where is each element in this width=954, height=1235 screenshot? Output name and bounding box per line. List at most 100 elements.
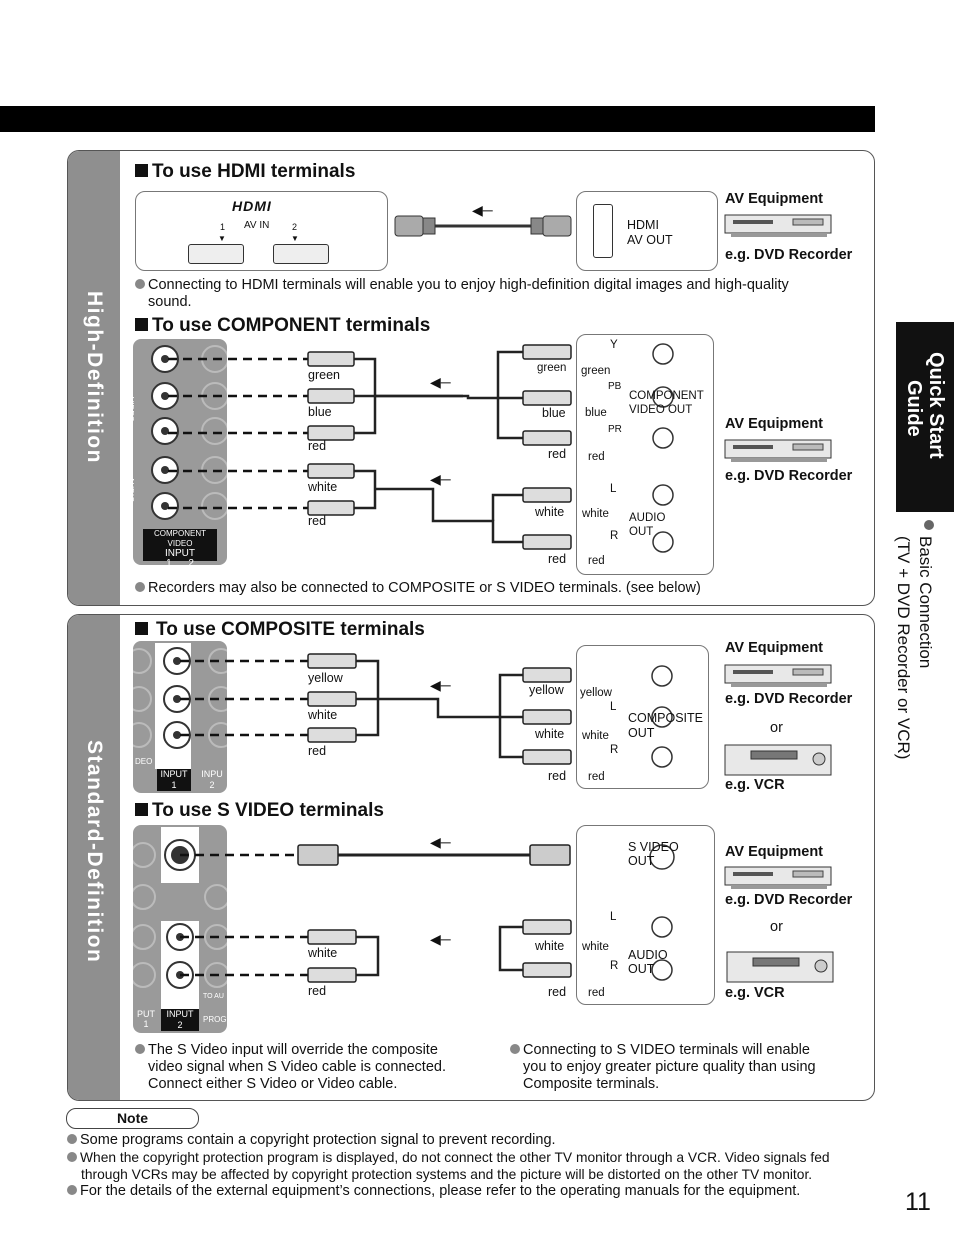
dvd-recorder-label: e.g. DVD Recorder (725, 468, 853, 484)
side-caption-line1: Basic Connection (916, 536, 935, 669)
port-2-label: 2 (292, 222, 298, 232)
jack-red-label: red (588, 771, 605, 783)
audio-out-line2: OUT (629, 526, 654, 538)
standard-definition-panel: Standard-Definition To use COMPOSITE ter… (67, 614, 875, 1101)
note-item: Some programs contain a copyright protec… (67, 1132, 887, 1149)
hdmi-logo: HDMI (232, 198, 272, 214)
composite-cables (180, 653, 673, 768)
jack-l-label: L (610, 483, 617, 495)
jack-r-label: R (610, 744, 619, 756)
hdmi-port-2[interactable] (273, 244, 329, 264)
hdmi-out-label-2: AV OUT (627, 233, 673, 247)
hdmi-av-out-box: HDMI AV OUT (576, 191, 718, 271)
vcr-icon (726, 951, 834, 983)
note-list: Some programs contain a copyright protec… (67, 1132, 887, 1200)
dvd-recorder-icon (724, 214, 832, 237)
jack-pb-label: PB (608, 381, 622, 392)
vcr-label: e.g. VCR (725, 985, 785, 1001)
jack-white-label: white (582, 941, 609, 953)
hdmi-note: Connecting to HDMI terminals will enable… (135, 277, 865, 311)
panel-deo-label: DEO (135, 757, 153, 766)
hdmi-cable (394, 215, 572, 237)
component-title: To use COMPONENT terminals (135, 315, 430, 337)
svideo-audio-out-line2: OUT (628, 962, 655, 976)
cable-white-label: white (308, 946, 338, 960)
cable-red-right-label: red (548, 985, 567, 999)
port-1-label: 1 (220, 222, 226, 232)
bullet-icon (510, 1044, 520, 1054)
svideo-audio-out-line1: AUDIO (628, 948, 668, 962)
arrow-left-icon: ◀─ (430, 374, 451, 390)
hdmi-title: To use HDMI terminals (135, 161, 355, 183)
bullet-icon (67, 1152, 77, 1162)
cable-green-right-label: green (537, 362, 567, 374)
bullet-icon (135, 279, 145, 289)
jack-l-label: L (610, 911, 617, 923)
component-video-out-line2: VIDEO OUT (629, 404, 693, 416)
jack-y-label: Y (610, 339, 618, 351)
jack-l-label: L (610, 701, 617, 713)
cable-white-right-label: white (535, 939, 565, 953)
panel-prog-label: PROG (203, 1015, 227, 1024)
or-label: or (770, 720, 783, 736)
tab-label-line2: Guide (903, 380, 925, 437)
composite-out-box: yellow L white R red COMPOSITE OUT (576, 645, 709, 789)
tv-component-panel: VIDEO AUDIO COMPONENT VIDEO INPUT 1 2 (126, 339, 227, 569)
cable-white-right-label: white (535, 727, 565, 741)
jack-yellow-label: yellow (580, 687, 612, 699)
audio-out-line1: AUDIO (629, 512, 666, 524)
arrow-left-icon: ◀─ (472, 202, 493, 218)
panel-video-label: VIDEO (126, 397, 135, 422)
component-video-out-line1: COMPONENT (629, 390, 704, 402)
hd-side-band: High-Definition (68, 151, 120, 605)
component-input-label: COMPONENT VIDEO INPUT 1 2 (143, 529, 217, 569)
arrow-down-icon: ▼ (218, 234, 226, 243)
note-item: through VCRs may be affected by copyrigh… (81, 1167, 813, 1182)
vcr-icon (724, 744, 832, 776)
cable-white-right-label: white (535, 505, 565, 519)
dvd-recorder-icon (724, 439, 832, 462)
square-bullet-icon (135, 318, 148, 331)
jack-white-label: white (582, 730, 609, 742)
svideo-note-right: Connecting to S VIDEO terminals will ena… (510, 1042, 870, 1093)
square-bullet-icon (135, 622, 148, 635)
cable-red-label: red (308, 514, 327, 528)
hd-section-label: High-Definition (83, 291, 106, 464)
dvd-recorder-label: e.g. DVD Recorder (725, 691, 853, 707)
jack-white-label: white (582, 508, 609, 520)
hdmi-out-port[interactable] (593, 204, 613, 258)
cable-blue-label: blue (308, 405, 332, 419)
av-equipment-label: AV Equipment (725, 191, 824, 207)
svideo-note-left: The S Video input will override the comp… (135, 1042, 495, 1093)
av-equipment-label: AV Equipment (725, 640, 824, 656)
jack-red-label: red (588, 987, 605, 999)
cable-red-label: red (308, 984, 327, 998)
quick-start-tab: Quick Start Guide (896, 322, 954, 512)
hdmi-port-1[interactable] (188, 244, 244, 264)
side-caption-line2: (TV + DVD Recorder or VCR) (894, 536, 913, 760)
cable-red-label: red (308, 439, 327, 453)
jack-blue-label: blue (585, 407, 607, 419)
arrow-left-icon: ◀─ (430, 931, 451, 947)
hdmi-out-label-1: HDMI (627, 218, 659, 232)
cable-red-label: red (308, 744, 327, 758)
arrow-down-icon: ▼ (291, 234, 299, 243)
cable-yellow-right-label: yellow (529, 683, 564, 697)
jack-pr-label: PR (608, 424, 622, 435)
tab-label-line1: Quick Start (925, 352, 947, 459)
panel-audio-label: AUDIO (126, 477, 135, 503)
jack-r-label: R (610, 530, 619, 542)
bullet-icon (924, 520, 934, 530)
composite-out-line2: OUT (628, 726, 655, 740)
component-out-box: Y green PB blue PR red L white R red COM… (576, 334, 714, 575)
component-note: Recorders may also be connected to COMPO… (135, 580, 701, 597)
svideo-out-line2: OUT (628, 854, 655, 868)
sd-side-band: Standard-Definition (68, 615, 120, 1100)
bullet-icon (67, 1134, 77, 1144)
header-bar (0, 106, 875, 132)
svideo-title: To use S VIDEO terminals (135, 800, 384, 822)
jack-green-label: green (581, 365, 611, 377)
